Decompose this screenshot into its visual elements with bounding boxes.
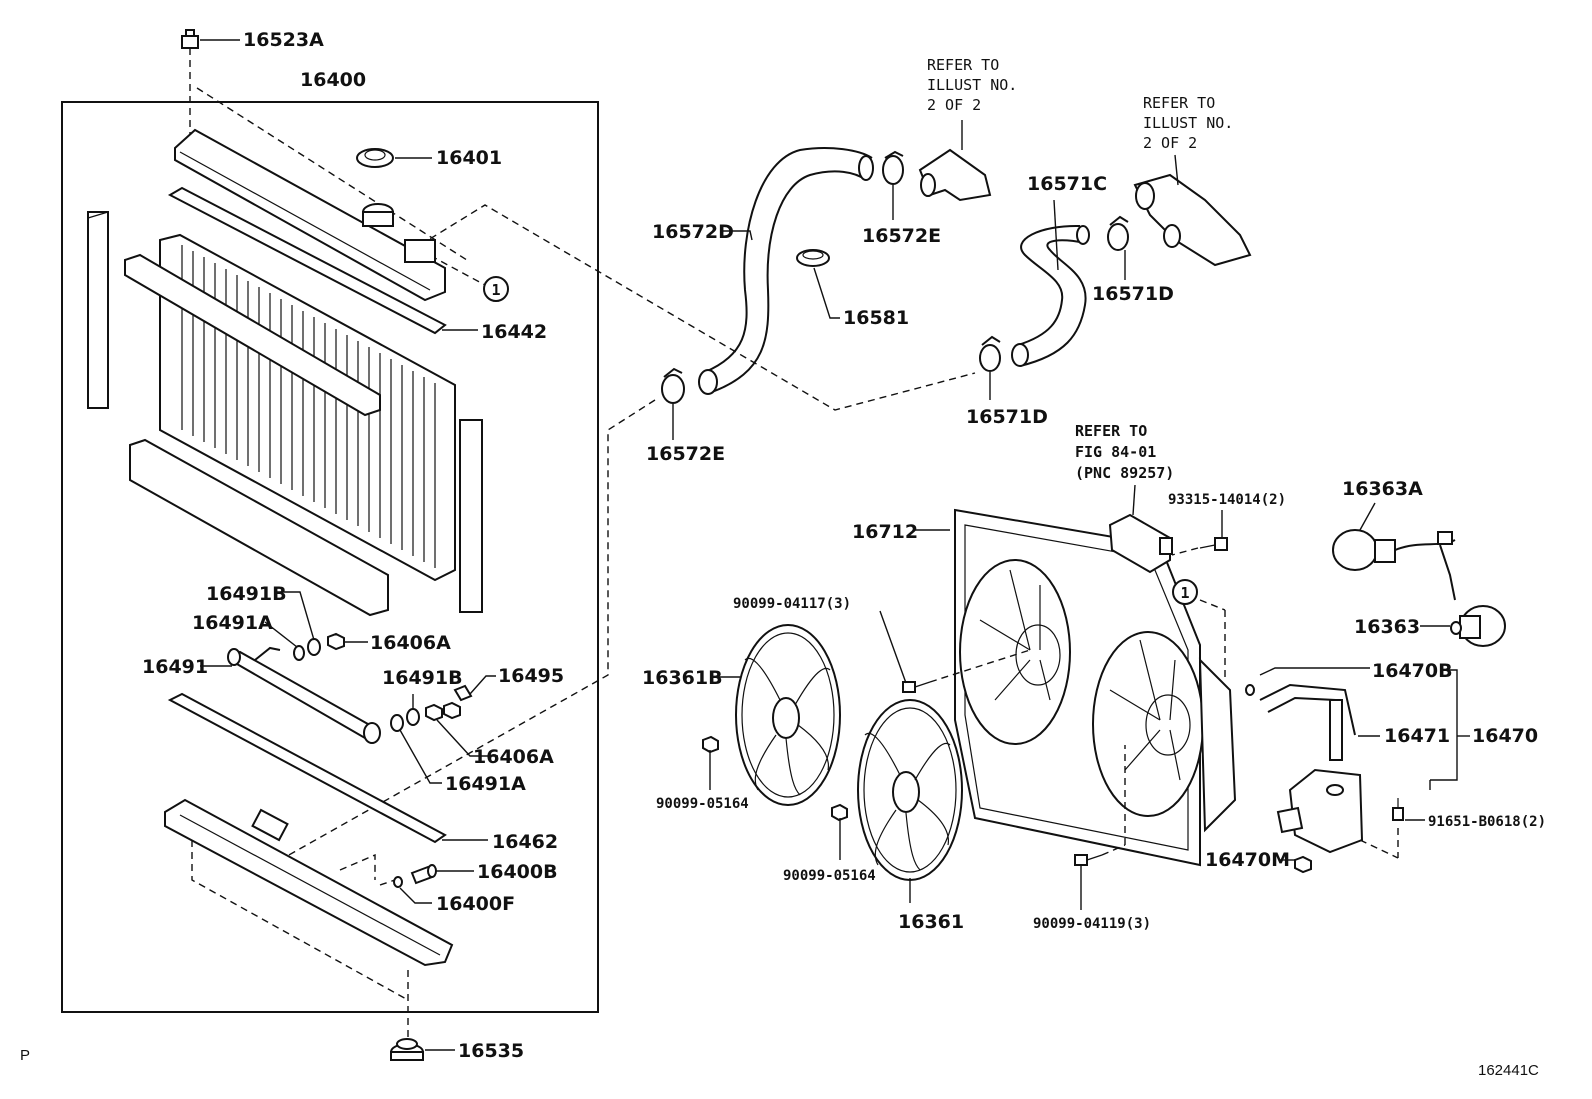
label-16401: 16401 [436, 147, 502, 169]
label-16572D: 16572D [652, 221, 734, 243]
svg-text:1: 1 [1180, 584, 1189, 602]
label-16361: 16361 [898, 911, 964, 933]
part-bolt-91651-B0618 [1392, 798, 1404, 821]
part-bolt-93315-14014 [1199, 537, 1228, 551]
label-16442: 16442 [481, 321, 547, 343]
illustration-code: 162441C [1478, 1062, 1539, 1079]
part-washers-upper [293, 632, 345, 661]
svg-text:ILLUST NO.: ILLUST NO. [1143, 114, 1233, 132]
radiator-assembly-frame [61, 101, 599, 1013]
corner-marker-left: P [20, 1047, 30, 1064]
label-16470: 16470 [1472, 725, 1538, 747]
part-water-outlet-fitting [918, 148, 992, 202]
label-16471: 16471 [1384, 725, 1450, 747]
label-16400: 16400 [300, 69, 366, 91]
label-16361B: 16361B [642, 667, 723, 689]
label-16400F: 16400F [436, 893, 515, 915]
label-90099-05164-b: 90099-05164 [783, 868, 876, 884]
note-refer-fig-84-01: REFER TO FIG 84-01 (PNC 89257) [1075, 422, 1174, 482]
part-16363A-fan-motor [1332, 529, 1456, 601]
part-16571C-hose [1011, 224, 1090, 367]
part-upper-tank [174, 128, 446, 302]
part-16571D-clamp-lower [979, 335, 1001, 372]
label-16400B: 16400B [477, 861, 558, 883]
part-lower-tank [164, 798, 454, 967]
label-16571D-upper: 16571D [1092, 283, 1174, 305]
note-refer-illust-1: REFER TO ILLUST NO. 2 OF 2 [927, 56, 1017, 114]
part-water-inlet-housing [1133, 173, 1252, 267]
part-16363-fan-motor [1450, 605, 1506, 647]
part-bolt-90099-04119 [1074, 854, 1103, 866]
label-16712: 16712 [852, 521, 918, 543]
part-16491-oil-cooler-pipe [227, 646, 381, 744]
part-16361B-fan [735, 624, 841, 806]
label-16491B-lower: 16491B [382, 667, 463, 689]
label-16470B: 16470B [1372, 660, 1453, 682]
part-16535-cushion [390, 1038, 424, 1061]
part-16712-fan-shroud [954, 508, 1237, 867]
label-16406A-lower: 16406A [473, 746, 554, 768]
part-16523A-bolt [181, 29, 199, 49]
part-nut-90099-05164-b [831, 803, 848, 822]
label-16470M: 16470M [1205, 849, 1290, 871]
label-16491: 16491 [142, 656, 208, 678]
label-93315-14014: 93315-14014(2) [1168, 492, 1286, 508]
label-16462: 16462 [492, 831, 558, 853]
label-16535: 16535 [458, 1040, 524, 1062]
svg-text:FIG 84-01: FIG 84-01 [1075, 443, 1156, 461]
svg-text:(PNC 89257): (PNC 89257) [1075, 464, 1174, 482]
svg-text:2 OF 2: 2 OF 2 [1143, 134, 1197, 152]
label-16571C: 16571C [1027, 173, 1107, 195]
label-16523A: 16523A [243, 29, 324, 51]
label-16495: 16495 [498, 665, 564, 687]
part-washers-lower [390, 701, 461, 732]
svg-text:REFER TO: REFER TO [927, 56, 999, 74]
part-16401-radiator-cap [356, 148, 394, 168]
part-16581-clamp [796, 249, 830, 267]
callout-1-upper: 1 [483, 276, 509, 302]
part-16572E-clamp-lower [661, 367, 685, 404]
part-bolt-90099-04117 [902, 681, 931, 693]
label-16491A-upper: 16491A [192, 612, 273, 634]
label-16572E-upper: 16572E [862, 225, 941, 247]
part-radiator-core [124, 233, 456, 617]
part-side-seal-right [459, 419, 483, 613]
label-16491B-upper: 16491B [206, 583, 287, 605]
part-16572D-upper-hose [698, 147, 874, 395]
part-16361-fan [857, 699, 963, 881]
svg-text:REFER TO: REFER TO [1075, 422, 1147, 440]
label-90099-04117: 90099-04117(3) [733, 596, 851, 612]
label-16363: 16363 [1354, 616, 1420, 638]
note-refer-illust-2: REFER TO ILLUST NO. 2 OF 2 [1143, 94, 1233, 152]
part-16571D-clamp-upper [1107, 215, 1129, 251]
part-16572E-clamp-upper [882, 150, 904, 185]
label-91651-B0618: 91651-B0618(2) [1428, 814, 1546, 830]
svg-text:REFER TO: REFER TO [1143, 94, 1215, 112]
part-16471-hose [1245, 683, 1356, 761]
label-16581: 16581 [843, 307, 909, 329]
label-90099-05164-a: 90099-05164 [656, 796, 749, 812]
label-90099-04119: 90099-04119(3) [1033, 916, 1151, 932]
label-16406A-upper: 16406A [370, 632, 451, 654]
label-16491A-lower: 16491A [445, 773, 526, 795]
svg-text:1: 1 [491, 281, 500, 299]
part-nut-90099-05164-a [702, 735, 719, 754]
part-fan-controller [1108, 513, 1173, 574]
label-16571D-lower: 16571D [966, 406, 1048, 428]
part-side-seal-left [87, 211, 109, 409]
part-reservoir-tank [1276, 768, 1364, 854]
part-16470M-cap [1294, 855, 1312, 874]
svg-text:ILLUST NO.: ILLUST NO. [927, 76, 1017, 94]
label-16363A: 16363A [1342, 478, 1423, 500]
callout-1-lower: 1 [1172, 579, 1198, 605]
label-16572E-lower: 16572E [646, 443, 725, 465]
svg-text:2 OF 2: 2 OF 2 [927, 96, 981, 114]
